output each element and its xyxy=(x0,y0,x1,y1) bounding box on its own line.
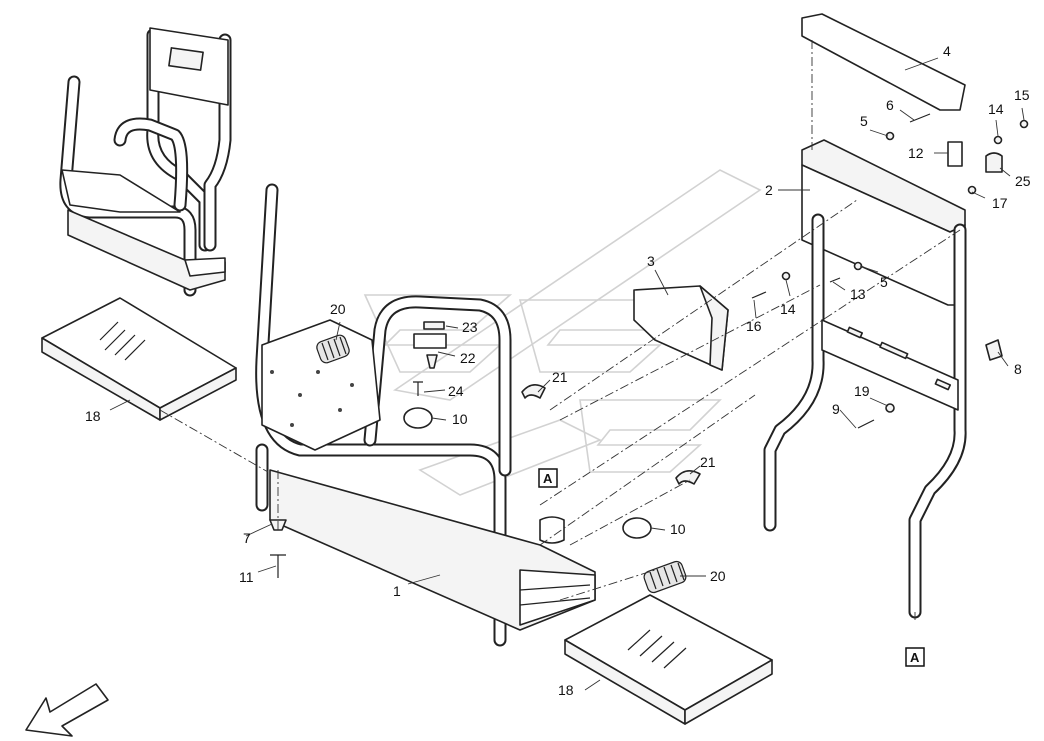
callout-1: 1 xyxy=(393,583,401,599)
callout-2: 2 xyxy=(765,182,773,198)
callout-10-upper: 10 xyxy=(452,411,468,427)
callout-16: 16 xyxy=(746,318,762,334)
callout-20-upper: 20 xyxy=(330,301,346,317)
spring-icon-lower xyxy=(643,560,687,594)
callout-21-lower: 21 xyxy=(700,454,716,470)
callout-22: 22 xyxy=(460,350,476,366)
spring-icon-upper xyxy=(316,334,350,364)
callout-6: 6 xyxy=(886,97,894,113)
callout-3: 3 xyxy=(647,253,655,269)
callout-23: 23 xyxy=(462,319,478,335)
callout-11: 11 xyxy=(239,569,254,585)
callout-4: 4 xyxy=(943,43,951,59)
callout-18-right: 18 xyxy=(558,682,574,698)
callout-8: 8 xyxy=(1014,361,1022,377)
orientation-arrow-icon xyxy=(25,683,109,737)
assembled-seat-inset xyxy=(59,27,232,297)
callout-14-lower: 14 xyxy=(780,301,796,317)
callout-9: 9 xyxy=(832,401,840,417)
callout-18-left: 18 xyxy=(85,408,101,424)
callout-19: 19 xyxy=(854,383,870,399)
callout-20-lower: 20 xyxy=(710,568,726,584)
fasteners xyxy=(751,113,1029,429)
backrest-cushion xyxy=(633,285,729,371)
callout-13: 13 xyxy=(850,286,866,302)
reference-a-upper: A xyxy=(538,468,558,488)
reference-a-upper-label: A xyxy=(543,471,553,486)
callout-25: 25 xyxy=(1015,173,1031,189)
callout-5-upper: 5 xyxy=(860,113,868,129)
assembly-lines xyxy=(159,40,961,620)
callout-5-lower: 5 xyxy=(880,274,888,290)
leader-lines xyxy=(109,57,1025,691)
main-seat-frame xyxy=(255,183,596,647)
callout-15: 15 xyxy=(1014,87,1030,103)
callout-14-upper: 14 xyxy=(988,101,1004,117)
callout-12: 12 xyxy=(908,145,924,161)
callout-7: 7 xyxy=(243,530,251,546)
reference-a-lower-label: A xyxy=(910,650,920,665)
reference-a-lower: A xyxy=(905,647,925,667)
callout-labels: 1 2 3 4 5 5 6 7 8 9 10 10 11 12 13 14 14… xyxy=(85,43,1031,698)
backrest-frame-assembly xyxy=(763,13,1003,619)
callout-17: 17 xyxy=(992,195,1008,211)
callout-24: 24 xyxy=(448,383,464,399)
callout-21-upper: 21 xyxy=(552,369,568,385)
seat-pad-right xyxy=(564,594,773,725)
callout-10-lower: 10 xyxy=(670,521,686,537)
seat-pad-left xyxy=(41,297,237,421)
small-hardware xyxy=(269,321,701,578)
